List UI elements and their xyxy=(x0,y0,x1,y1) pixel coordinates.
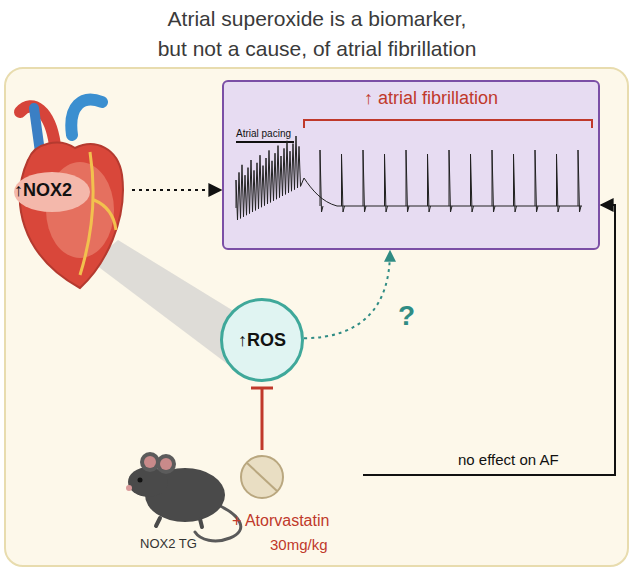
outcome-title: ↑ atrial fibrillation xyxy=(364,88,498,109)
connector-line xyxy=(132,189,221,191)
connector xyxy=(132,190,221,191)
drug-dose: 30mg/kg xyxy=(270,536,328,553)
heart-node: ↑NOX2 xyxy=(10,90,130,290)
connector-line xyxy=(304,251,390,338)
connector xyxy=(251,388,273,450)
connector-line xyxy=(261,388,264,450)
ros-circle: ↑ROS xyxy=(220,298,304,382)
af-box: ↑ atrial fibrillationAtrial pacing xyxy=(222,80,600,250)
drug-node: + Atorvastatin 30mg/kg xyxy=(232,452,362,562)
pill-icon xyxy=(232,452,292,502)
edge-label: no effect on AF xyxy=(458,451,559,468)
mouse-illustration xyxy=(126,452,241,541)
gene-label: ↑NOX2 xyxy=(14,180,72,201)
trace-label: Atrial pacing xyxy=(236,128,291,139)
edge-label: ? xyxy=(398,300,415,332)
ros-label: ↑ROS xyxy=(238,330,286,351)
connector xyxy=(304,251,390,338)
outer-panel xyxy=(5,68,628,566)
diagram-title: Atrial superoxide is a biomarker, but no… xyxy=(107,4,527,64)
drug-name: + Atorvastatin xyxy=(232,512,329,530)
free-label: NOX2 TG xyxy=(140,536,197,551)
